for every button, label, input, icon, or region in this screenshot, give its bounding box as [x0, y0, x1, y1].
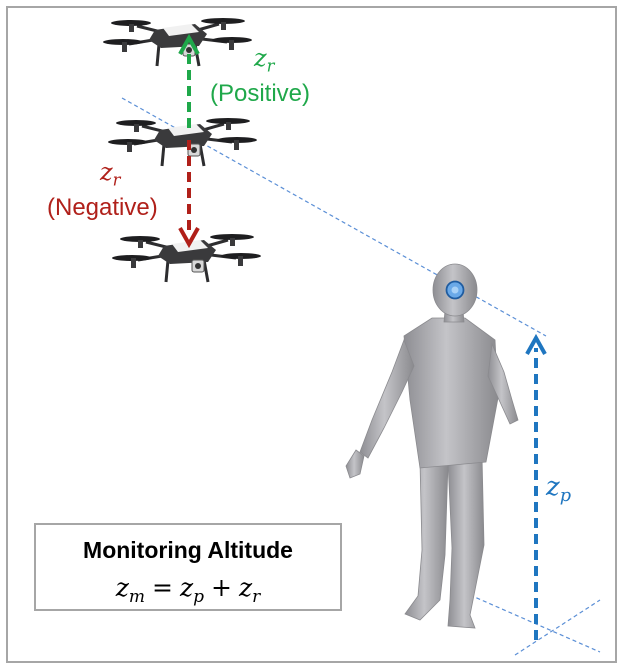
zr-positive-arrowhead: [178, 33, 200, 55]
zr-positive-label: (Positive): [210, 80, 311, 107]
eq-term1-var: z: [179, 573, 194, 602]
eq-lhs-sub: m: [128, 586, 145, 607]
eq-term2-sub: r: [252, 586, 261, 607]
zp-symbol-sub: p: [559, 486, 572, 507]
eq-plus: +: [211, 573, 232, 602]
zr-negative-arrowhead: [178, 227, 200, 249]
zp-symbol-var: z: [546, 472, 560, 502]
ground-guide-b: [514, 599, 601, 656]
eq-term2-var: z: [238, 573, 253, 602]
eq-lhs-var: z: [115, 573, 129, 602]
zr-negative-symbol-var: z: [100, 158, 113, 186]
monitoring-altitude-box: Monitoring Altitude zm=zp+zr: [34, 523, 342, 611]
zr-positive-symbol-var: z: [254, 44, 267, 72]
monitoring-altitude-equation: zm=zp+zr: [36, 573, 340, 607]
monitoring-altitude-title: Monitoring Altitude: [83, 537, 293, 563]
eq-term1-sub: p: [193, 586, 205, 607]
zr-positive-symbol-sub: r: [266, 56, 275, 76]
human-figure: [345, 263, 519, 629]
zr-positive-symbol: zr: [254, 46, 274, 75]
drone-icon-top: [101, 16, 254, 68]
zr-negative-symbol-sub: r: [112, 170, 121, 190]
zp-symbol: zp: [546, 474, 571, 506]
head-sensor-icon: [445, 280, 465, 300]
eq-equals: =: [152, 573, 173, 602]
drone-icon-middle: [106, 116, 259, 168]
zp-arrowhead: [525, 333, 547, 355]
zr-negative-symbol: zr: [100, 160, 120, 189]
zr-negative-label: (Negative): [47, 194, 158, 221]
